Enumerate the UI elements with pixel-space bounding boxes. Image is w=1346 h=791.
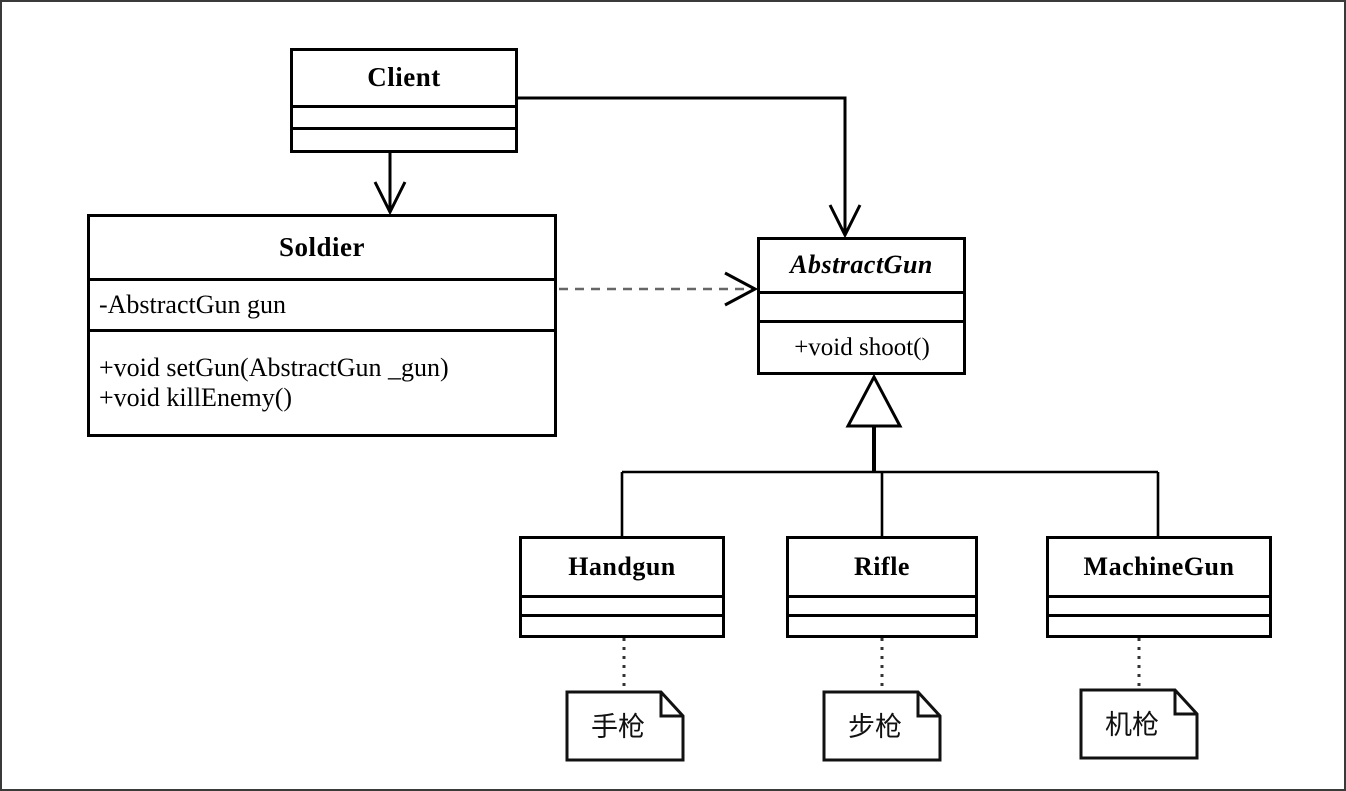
uml-class-abstractgun[interactable]: AbstractGun +void shoot() — [757, 237, 966, 375]
class-attributes-abstractgun — [760, 290, 963, 320]
class-methods-handgun — [522, 614, 722, 635]
method-row: +void setGun(AbstractGun _gun) — [99, 352, 449, 382]
uml-class-handgun[interactable]: Handgun — [519, 536, 725, 638]
note-text: 手枪 — [591, 711, 645, 743]
class-name-rifle: Rifle — [854, 552, 910, 582]
class-name-soldier: Soldier — [278, 232, 365, 263]
class-attributes-client — [293, 104, 515, 128]
class-attributes-soldier: -AbstractGun gun — [90, 278, 554, 329]
uml-class-soldier[interactable]: Soldier -AbstractGun gun +void setGun(Ab… — [87, 214, 557, 437]
class-methods-soldier: +void setGun(AbstractGun _gun) +void kil… — [90, 329, 554, 434]
uml-note-handgun[interactable]: 手枪 — [565, 690, 685, 762]
note-shape-icon — [1079, 688, 1199, 760]
class-methods-rifle — [789, 614, 975, 635]
method-row: +void killEnemy() — [99, 383, 293, 413]
connector-soldier-abstractgun — [559, 271, 759, 307]
class-methods-abstractgun: +void shoot() — [760, 320, 963, 372]
class-name-client: Client — [367, 62, 441, 93]
class-name-handgun: Handgun — [568, 552, 676, 582]
note-shape-icon — [822, 690, 942, 762]
note-text: 机枪 — [1105, 709, 1159, 741]
class-name-machinegun: MachineGun — [1083, 552, 1235, 582]
attribute-row: -AbstractGun gun — [99, 289, 287, 319]
class-methods-machinegun — [1049, 614, 1269, 635]
connector-client-soldier — [373, 153, 407, 216]
uml-note-rifle[interactable]: 步枪 — [822, 690, 942, 762]
connector-generalization-tree — [620, 373, 1160, 536]
connector-client-abstractgun — [518, 96, 862, 239]
uml-class-client[interactable]: Client — [290, 48, 518, 153]
class-attributes-handgun — [522, 595, 722, 614]
class-methods-client — [293, 127, 515, 150]
uml-class-machinegun[interactable]: MachineGun — [1046, 536, 1272, 638]
note-shape-icon — [565, 690, 685, 762]
class-attributes-rifle — [789, 595, 975, 614]
class-name-abstractgun: AbstractGun — [790, 250, 933, 280]
class-attributes-machinegun — [1049, 595, 1269, 614]
uml-note-machinegun[interactable]: 机枪 — [1079, 688, 1199, 760]
uml-class-rifle[interactable]: Rifle — [786, 536, 978, 638]
connector-note-anchors — [622, 638, 1141, 690]
method-row: +void shoot() — [794, 333, 930, 361]
note-text: 步枪 — [848, 711, 902, 743]
